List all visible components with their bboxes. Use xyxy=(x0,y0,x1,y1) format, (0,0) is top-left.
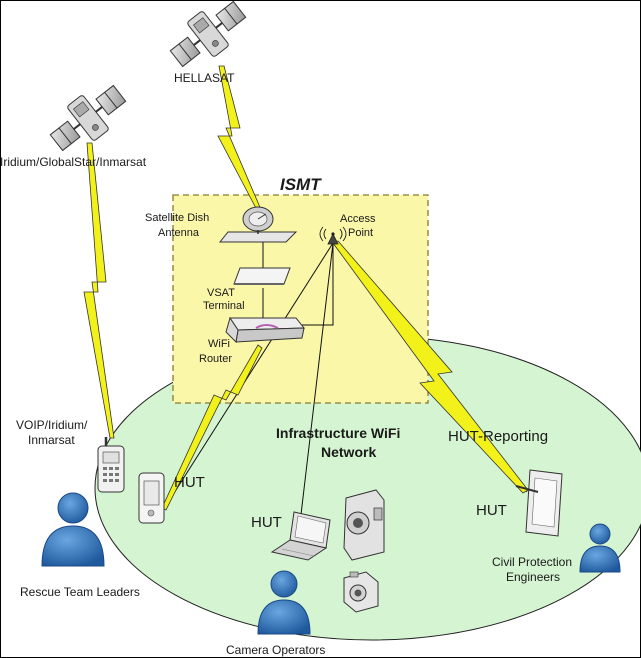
lightning-mobile-sat xyxy=(83,142,115,439)
vsat-label-line2: Terminal xyxy=(203,300,245,312)
laptop-icon xyxy=(270,511,331,561)
router-label-line2: Router xyxy=(199,353,232,365)
rescue-team-label: Rescue Team Leaders xyxy=(20,585,140,599)
network-title-line2: Network xyxy=(321,444,376,460)
vsat-terminal-icon xyxy=(233,267,291,285)
router-label-line1: WiFi xyxy=(208,338,230,350)
photo-camera-icon xyxy=(343,571,379,613)
video-camera-icon xyxy=(343,489,385,561)
satellite-hellasat xyxy=(169,0,247,68)
pda-icon xyxy=(138,472,165,524)
person-icon-civil xyxy=(579,523,621,573)
link-ap-pda xyxy=(161,242,334,513)
civil-protection-label-line1: Civil Protection xyxy=(492,555,572,569)
satellite-phone-icon xyxy=(97,437,125,493)
vsat-label-line1: VSAT xyxy=(207,287,235,299)
radio-links xyxy=(83,65,529,511)
hut-pda-label: HUT xyxy=(174,474,205,491)
access-point-label-line1: Access xyxy=(340,213,376,225)
voip-label-line1: VOIP/Iridium/ xyxy=(16,418,88,432)
hut-reporting-label: HUT-Reporting xyxy=(448,428,548,445)
ismt-title: ISMT xyxy=(280,175,322,194)
dish-label-line1: Satellite Dish xyxy=(145,212,209,224)
mobile-satellite-label: Iridium/GlobalStar/Inmarsat xyxy=(0,155,147,169)
voip-label-line2: Inmarsat xyxy=(28,433,75,447)
hut-tablet-label: HUT xyxy=(476,502,507,519)
satellite-dish-icon xyxy=(218,206,298,243)
hut-laptop-label: HUT xyxy=(251,514,282,531)
dish-label-line2: Antenna xyxy=(158,227,200,239)
lightning-hellasat xyxy=(217,65,263,213)
link-ap-laptop xyxy=(297,242,334,541)
network-title-line1: Infrastructure WiFi xyxy=(276,425,400,441)
person-icon-rescue xyxy=(41,492,105,567)
lightning-router-pda xyxy=(161,344,263,511)
hellasat-label: HELLASAT xyxy=(174,71,235,85)
access-point-label-line2: Point xyxy=(348,227,373,239)
satellite-mobile xyxy=(49,84,127,152)
link-router-ap xyxy=(300,243,334,326)
wifi-router-icon xyxy=(225,316,306,344)
access-point-icon xyxy=(319,226,347,245)
civil-protection-label-line2: Engineers xyxy=(506,570,560,584)
camera-operators-label: Camera Operators xyxy=(226,643,325,657)
ismt-box xyxy=(172,194,429,404)
person-icon-camera xyxy=(257,570,311,635)
tablet-icon xyxy=(515,469,563,537)
